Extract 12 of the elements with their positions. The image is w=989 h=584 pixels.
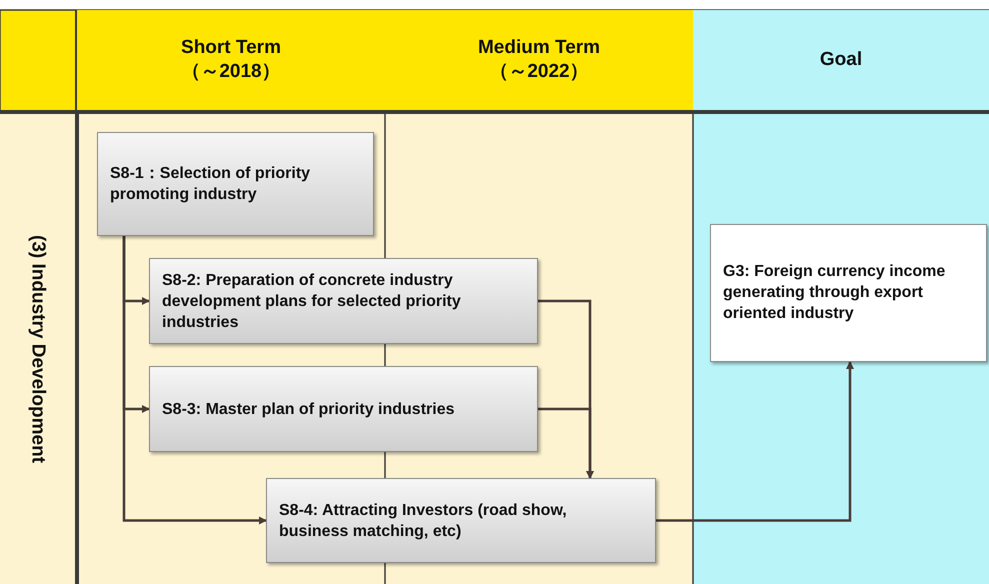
process-box: S8-3: Master plan of priority industries — [149, 366, 538, 452]
process-box: S8-1：Selection of priority promoting industry — [97, 132, 374, 236]
arrow — [538, 408, 594, 479]
arrow — [122, 236, 267, 524]
header-cell: Short Term （～2018） — [77, 10, 385, 110]
process-box: S8-2: Preparation of concrete industry development plans for selected priority industries — [149, 258, 538, 344]
column-header: Goal — [693, 10, 989, 110]
row-header: (3) Industry Development — [0, 114, 75, 584]
arrow — [656, 361, 854, 522]
header-cell: Medium Term （～2022） — [385, 10, 693, 110]
goal-box: G3: Foreign currency income generating through export oriented industry — [710, 224, 987, 362]
process-box: S8-4: Attracting Investors (road show, business matching, etc) — [266, 478, 656, 563]
